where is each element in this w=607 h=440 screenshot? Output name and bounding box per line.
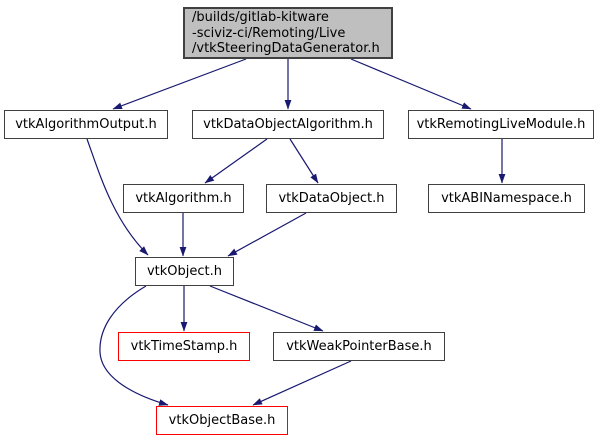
node-vtkalgorithm-h[interactable]: vtkAlgorithm.h xyxy=(123,184,244,213)
node-vtkalgorithmoutput-h[interactable]: vtkAlgorithmOutput.h xyxy=(4,110,168,139)
edge-vtkdataobjectalgorithm-to-vtkalgorithm xyxy=(204,138,268,184)
edge-vtkobject-to-vtkweakpointerbase xyxy=(209,285,324,332)
edge-vtkobject-to-vtkobjectbase xyxy=(99,285,169,406)
node-vtktimestamp-h[interactable]: vtkTimeStamp.h xyxy=(118,332,250,361)
edge-vtkweakpointerbase-to-vtkobjectbase xyxy=(252,360,352,406)
edge-vtkdataobjectalgorithm-to-vtkdataobject xyxy=(289,138,319,184)
node-vtkobject-h[interactable]: vtkObject.h xyxy=(135,257,234,286)
node-vtkremotinglivemodule-h[interactable]: vtkRemotingLiveModule.h xyxy=(408,110,594,139)
node-vtkdataobject-h[interactable]: vtkDataObject.h xyxy=(266,184,397,213)
node-vtkobjectbase-h[interactable]: vtkObjectBase.h xyxy=(156,406,288,435)
node-vtkweakpointerbase-h[interactable]: vtkWeakPointerBase.h xyxy=(273,332,445,361)
edge-root-to-vtkremotinglivemodule xyxy=(350,58,472,110)
node-vtkdataobjectalgorithm-h[interactable]: vtkDataObjectAlgorithm.h xyxy=(192,110,384,139)
node-vtksteeringdatagenerator-h[interactable]: /builds/gitlab-kitware -sciviz-ci/Remoti… xyxy=(183,7,393,59)
edge-root-to-vtkalgorithmoutput xyxy=(112,58,247,110)
edge-vtkalgorithmoutput-to-vtkobject xyxy=(86,138,149,256)
node-vtkabinamespace-h[interactable]: vtkABINamespace.h xyxy=(428,184,585,213)
edge-vtkdataobject-to-vtkobject xyxy=(227,212,307,257)
